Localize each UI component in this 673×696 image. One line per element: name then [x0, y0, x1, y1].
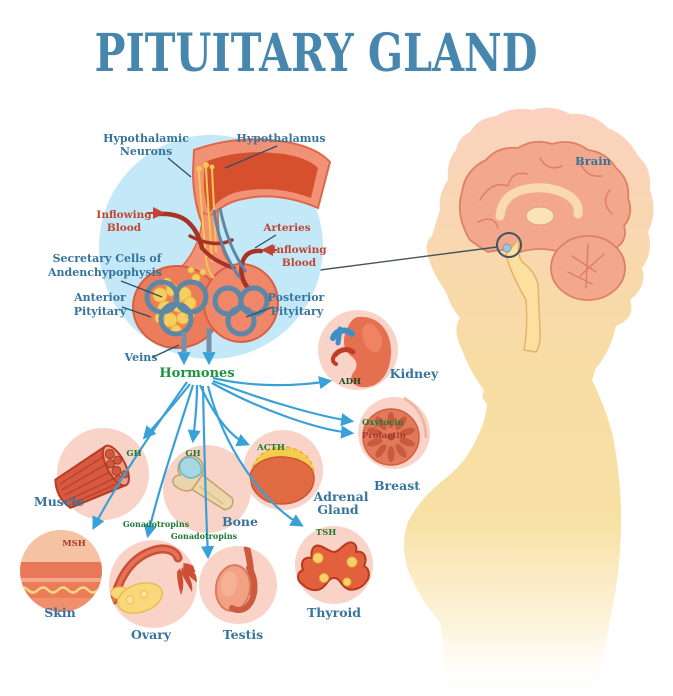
leader-lines	[120, 145, 278, 358]
bone-circle	[163, 445, 251, 533]
label-posterior-pituitary-2: Pityitary	[271, 305, 324, 318]
mammary-lobes	[367, 412, 415, 462]
label-oxytocin: Oxytocin	[362, 418, 404, 428]
brain-illustration	[458, 140, 632, 353]
muscle-circle	[54, 428, 149, 520]
pituitary-pointer-line	[296, 246, 498, 274]
label-brain: Brain	[575, 154, 612, 168]
label-arteries: Arteries	[262, 222, 310, 234]
arrow-adh-kidney	[212, 376, 333, 390]
label-anterior-pituitary: Anterior	[73, 291, 126, 304]
human-profile-silhouette	[296, 107, 654, 696]
label-inflowing-blood-left: Inflowing	[96, 209, 152, 221]
label-ovary: Ovary	[131, 627, 172, 642]
hormone-arrows	[92, 376, 355, 560]
vein-outlets	[181, 328, 212, 352]
label-testis: Testis	[223, 627, 263, 642]
label-secretary-cells: Secretary Cells of	[53, 252, 163, 265]
arrow-msh-skin	[92, 381, 188, 530]
pituitary-location-marker	[496, 232, 522, 258]
label-inflowing-blood-right-2: Blood	[282, 257, 317, 269]
label-kidney: Kidney	[390, 366, 439, 381]
testis-circle	[199, 546, 277, 624]
thyroid-circle	[295, 526, 373, 604]
label-tsh: TSH	[316, 528, 337, 538]
label-gonadotropins-ovary: Gonadotropins	[123, 519, 190, 529]
arrow-acth-adrenal	[198, 384, 251, 447]
label-veins: Veins	[124, 351, 158, 364]
label-gonadotropins-testis: Gonadotropins	[171, 531, 238, 541]
label-inflowing-blood-left-2: Blood	[107, 222, 142, 234]
label-secretary-cells-2: Andenchypophysis	[47, 266, 162, 279]
label-bone: Bone	[222, 514, 258, 529]
arrow-tsh-thyroid	[206, 385, 304, 527]
page-title: PITUITARY GLAND	[95, 23, 538, 84]
label-inflowing-blood-right: Inflowing	[271, 244, 327, 256]
adrenal-circle	[243, 430, 323, 510]
arrow-gh-bone	[187, 384, 201, 444]
label-adrenal-gland: Adrenal	[313, 489, 369, 504]
label-skin: Skin	[44, 605, 76, 620]
label-breast: Breast	[374, 478, 420, 493]
label-adrenal-gland-2: Gland	[317, 502, 359, 517]
label-thyroid: Thyroid	[307, 605, 361, 620]
label-muscle: Muscle	[34, 494, 84, 509]
arrow-gonadotropins-ovary	[143, 384, 195, 539]
label-msh: MSH	[62, 539, 86, 549]
label-hypothalamic-neurons: Hypothalamic	[103, 132, 189, 145]
arrow-gonadotropins-testis	[200, 385, 215, 560]
label-prolactin: Prolactin	[362, 431, 406, 441]
pituitary-closeup-illustration	[99, 135, 332, 366]
label-posterior-pituitary: Posterior	[268, 291, 325, 304]
neural-tract	[212, 207, 248, 279]
arrow-prolactin-breast	[211, 382, 355, 439]
label-hypothalamus: Hypothalamus	[236, 132, 325, 145]
label-gh-muscle: GH	[126, 449, 141, 459]
label-adh: ADH	[338, 377, 361, 387]
label-acth: ACTH	[256, 443, 285, 453]
label-hypothalamic-neurons-2: Neurons	[120, 145, 172, 158]
label-hormones: Hormones	[159, 366, 234, 381]
arrow-oxytocin-breast	[212, 379, 355, 427]
label-gh-bone: GH	[185, 449, 200, 459]
ovary-circle	[109, 540, 197, 628]
kidney-circle	[318, 310, 398, 390]
label-anterior-pituitary-2: Pityitary	[74, 305, 127, 318]
breast-circle	[358, 396, 430, 469]
